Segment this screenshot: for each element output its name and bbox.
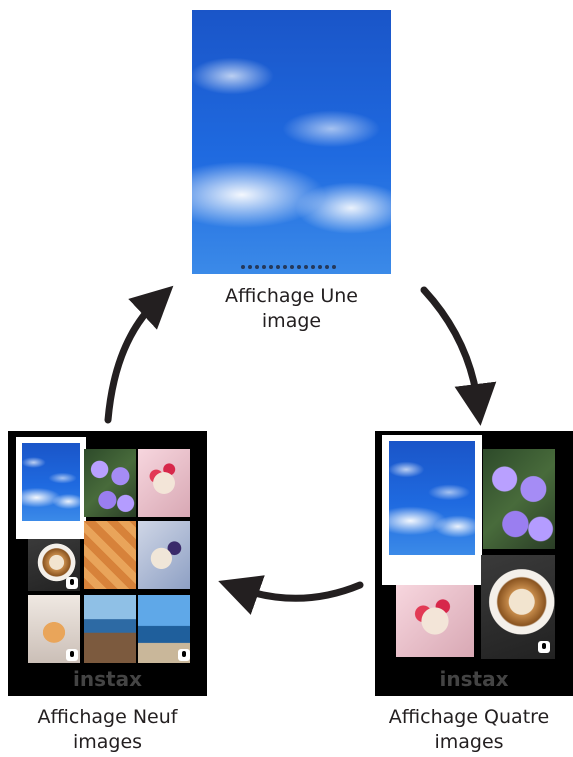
- page-dot: [248, 265, 252, 269]
- photo-coast: [84, 595, 136, 663]
- photo-dessert: [138, 521, 190, 589]
- photo-flowers: [483, 449, 555, 549]
- single-caption-line1: Affichage Une: [225, 285, 358, 307]
- page-dot: [297, 265, 301, 269]
- page-dot: [290, 265, 294, 269]
- microphone-icon: [66, 577, 78, 589]
- four-caption-line1: Affichage Quatre: [388, 706, 550, 728]
- photo-cake: [138, 449, 190, 517]
- four-caption: Affichage Quatre images: [365, 705, 573, 755]
- nine-caption-line2: images: [72, 731, 143, 753]
- microphone-icon: [178, 649, 190, 661]
- nine-image-view: instax: [8, 431, 207, 696]
- photo-cake: [396, 585, 474, 657]
- page-dot: [269, 265, 273, 269]
- page-dot: [262, 265, 266, 269]
- page-dot: [255, 265, 259, 269]
- single-caption: Affichage Une image: [192, 284, 391, 334]
- nine-caption: Affichage Neuf images: [0, 705, 215, 755]
- page-dot: [304, 265, 308, 269]
- page-dot: [311, 265, 315, 269]
- page-dot: [318, 265, 322, 269]
- arrow-icon: [420, 286, 497, 426]
- brand-logo: instax: [73, 667, 142, 691]
- microphone-icon: [538, 641, 550, 653]
- arrow-icon: [218, 575, 364, 615]
- photo-sky: [389, 441, 475, 555]
- page-indicator-dots: [241, 265, 336, 269]
- four-image-view: instax: [375, 431, 573, 696]
- photo-pastry: [84, 521, 136, 589]
- page-dot: [283, 265, 287, 269]
- single-image-view: [192, 10, 391, 274]
- page-dot: [276, 265, 280, 269]
- four-caption-line2: images: [434, 731, 504, 753]
- page-dot: [325, 265, 329, 269]
- photo-sky: [22, 443, 80, 521]
- photo-flowers: [84, 449, 136, 517]
- arrow-icon: [104, 285, 174, 424]
- brand-logo: instax: [439, 667, 509, 691]
- nine-caption-line1: Affichage Neuf: [37, 706, 178, 728]
- single-caption-line2: image: [261, 310, 322, 332]
- page-dot: [241, 265, 245, 269]
- page-dot: [332, 265, 336, 269]
- microphone-icon: [66, 649, 78, 661]
